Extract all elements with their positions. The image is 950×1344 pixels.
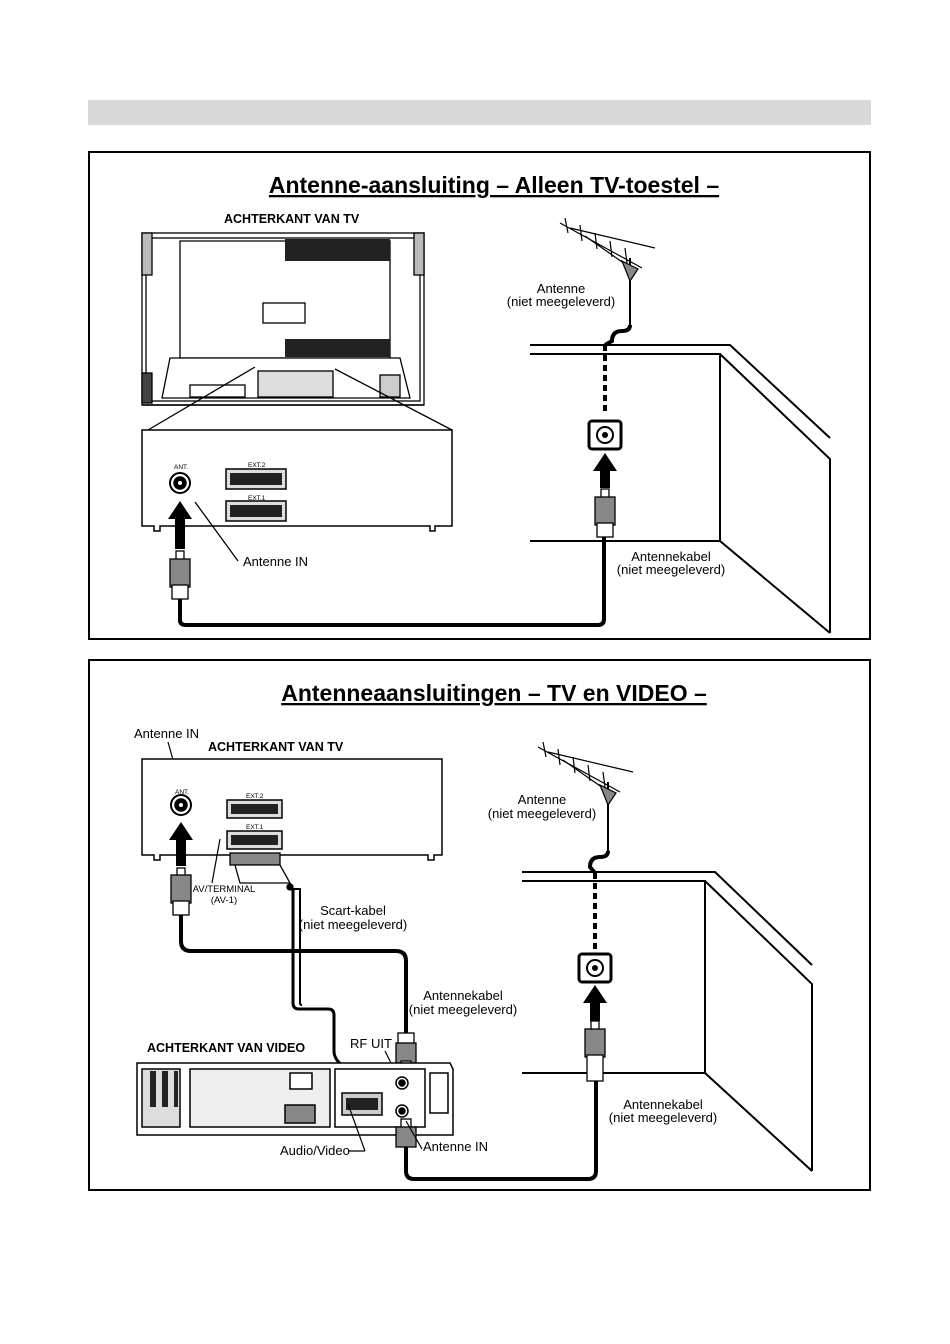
tv-connector-panel: [141, 429, 453, 532]
panel-antenna-tv-video: Antenneaansluitingen – TV en VIDEO – Ant…: [88, 659, 871, 1191]
av-terminal-label-1: AV/TERMINAL: [193, 884, 256, 895]
cable-right-label-1: Antennekabel: [623, 1097, 703, 1112]
panel-title: Antenneaansluitingen – TV en VIDEO –: [281, 680, 707, 706]
up-arrow-icon-socket: [583, 985, 607, 1021]
wall-roof: [530, 344, 831, 634]
diagram-tv-video: Antenneaansluitingen – TV en VIDEO – Ant…: [134, 680, 813, 1181]
tv-back-label: ACHTERKANT VAN TV: [224, 212, 360, 226]
antenna-in-top-label: Antenne IN: [134, 726, 199, 741]
antenna-icon: [559, 217, 656, 325]
antenna-label-2: (niet meegeleverd): [488, 806, 596, 821]
video-back-label: ACHTERKANT VAN VIDEO: [147, 1041, 305, 1055]
zoom-lines: [147, 366, 453, 431]
cable-mid-label-2: (niet meegeleverd): [409, 1002, 517, 1017]
tv-connector-panel: [141, 758, 443, 861]
tv-back-illustration: [141, 232, 425, 406]
scart-label-1: Scart-kabel: [320, 903, 386, 918]
av-terminal-label-2: (AV-1): [211, 895, 237, 906]
port-ant-label: ANT.: [174, 464, 188, 471]
antenna-in-video-label: Antenne IN: [423, 1139, 488, 1154]
wall-socket-icon: [587, 419, 623, 451]
audio-video-leader: [347, 1103, 366, 1152]
cable-label-2: (niet meegeleverd): [617, 562, 725, 577]
antenna-mast-cable: [587, 850, 610, 875]
wall-socket-icon: [577, 952, 613, 984]
up-arrow-icon: [168, 501, 192, 549]
antenna-cable: [178, 537, 606, 627]
antenna-in-label: Antenne IN: [243, 554, 308, 569]
up-arrow-icon-socket: [593, 453, 617, 488]
antenna-label-1: Antenne: [518, 792, 566, 807]
tv-back-label: ACHTERKANT VAN TV: [208, 740, 344, 754]
antenna-in-leader: [194, 501, 239, 562]
antenna-icon: [537, 741, 634, 851]
up-arrow-icon: [169, 822, 193, 866]
antenna-in-video-leader: [405, 1120, 423, 1150]
cable-mid-label-1: Antennekabel: [423, 988, 503, 1003]
panel-antenna-tv-only: Antenne-aansluiting – Alleen TV-toestel …: [88, 151, 871, 640]
antenna-label-2: (niet meegeleverd): [507, 294, 615, 309]
antenna-label-1: Antenne: [537, 281, 585, 296]
wall-plug-icon: [594, 488, 616, 538]
panel-title: Antenne-aansluiting – Alleen TV-toestel …: [269, 172, 719, 198]
scart-cable: [291, 889, 351, 1073]
port-ant-label: ANT.: [175, 789, 189, 796]
wall-roof: [522, 871, 813, 1172]
port-ext2-label: EXT.2: [248, 462, 266, 469]
rf-out-label: RF UIT: [350, 1036, 392, 1051]
diagram-tv-only: Antenne-aansluiting – Alleen TV-toestel …: [141, 172, 831, 634]
antenna-plug-icon: [169, 550, 191, 600]
cable-right-label-2: (niet meegeleverd): [609, 1110, 717, 1125]
port-ext2-label: EXT.2: [246, 793, 264, 800]
antenna-mast-cable: [604, 324, 632, 347]
cable-label-1: Antennekabel: [631, 549, 711, 564]
av-terminal-leader: [211, 838, 221, 884]
vcr-back-illustration: [136, 1062, 454, 1136]
antenna-plug-icon: [170, 867, 192, 916]
wall-antenna-cable: [404, 1081, 598, 1181]
port-ext1-label: EXT.1: [248, 495, 266, 502]
port-ext1-label: EXT.1: [246, 824, 264, 831]
scart-plug-icon: [229, 852, 294, 891]
scart-label-2: (niet meegeleverd): [299, 917, 407, 932]
audio-video-label: Audio/Video: [280, 1143, 350, 1158]
header-bar: [88, 100, 871, 125]
wall-plug-icon: [584, 1020, 606, 1082]
